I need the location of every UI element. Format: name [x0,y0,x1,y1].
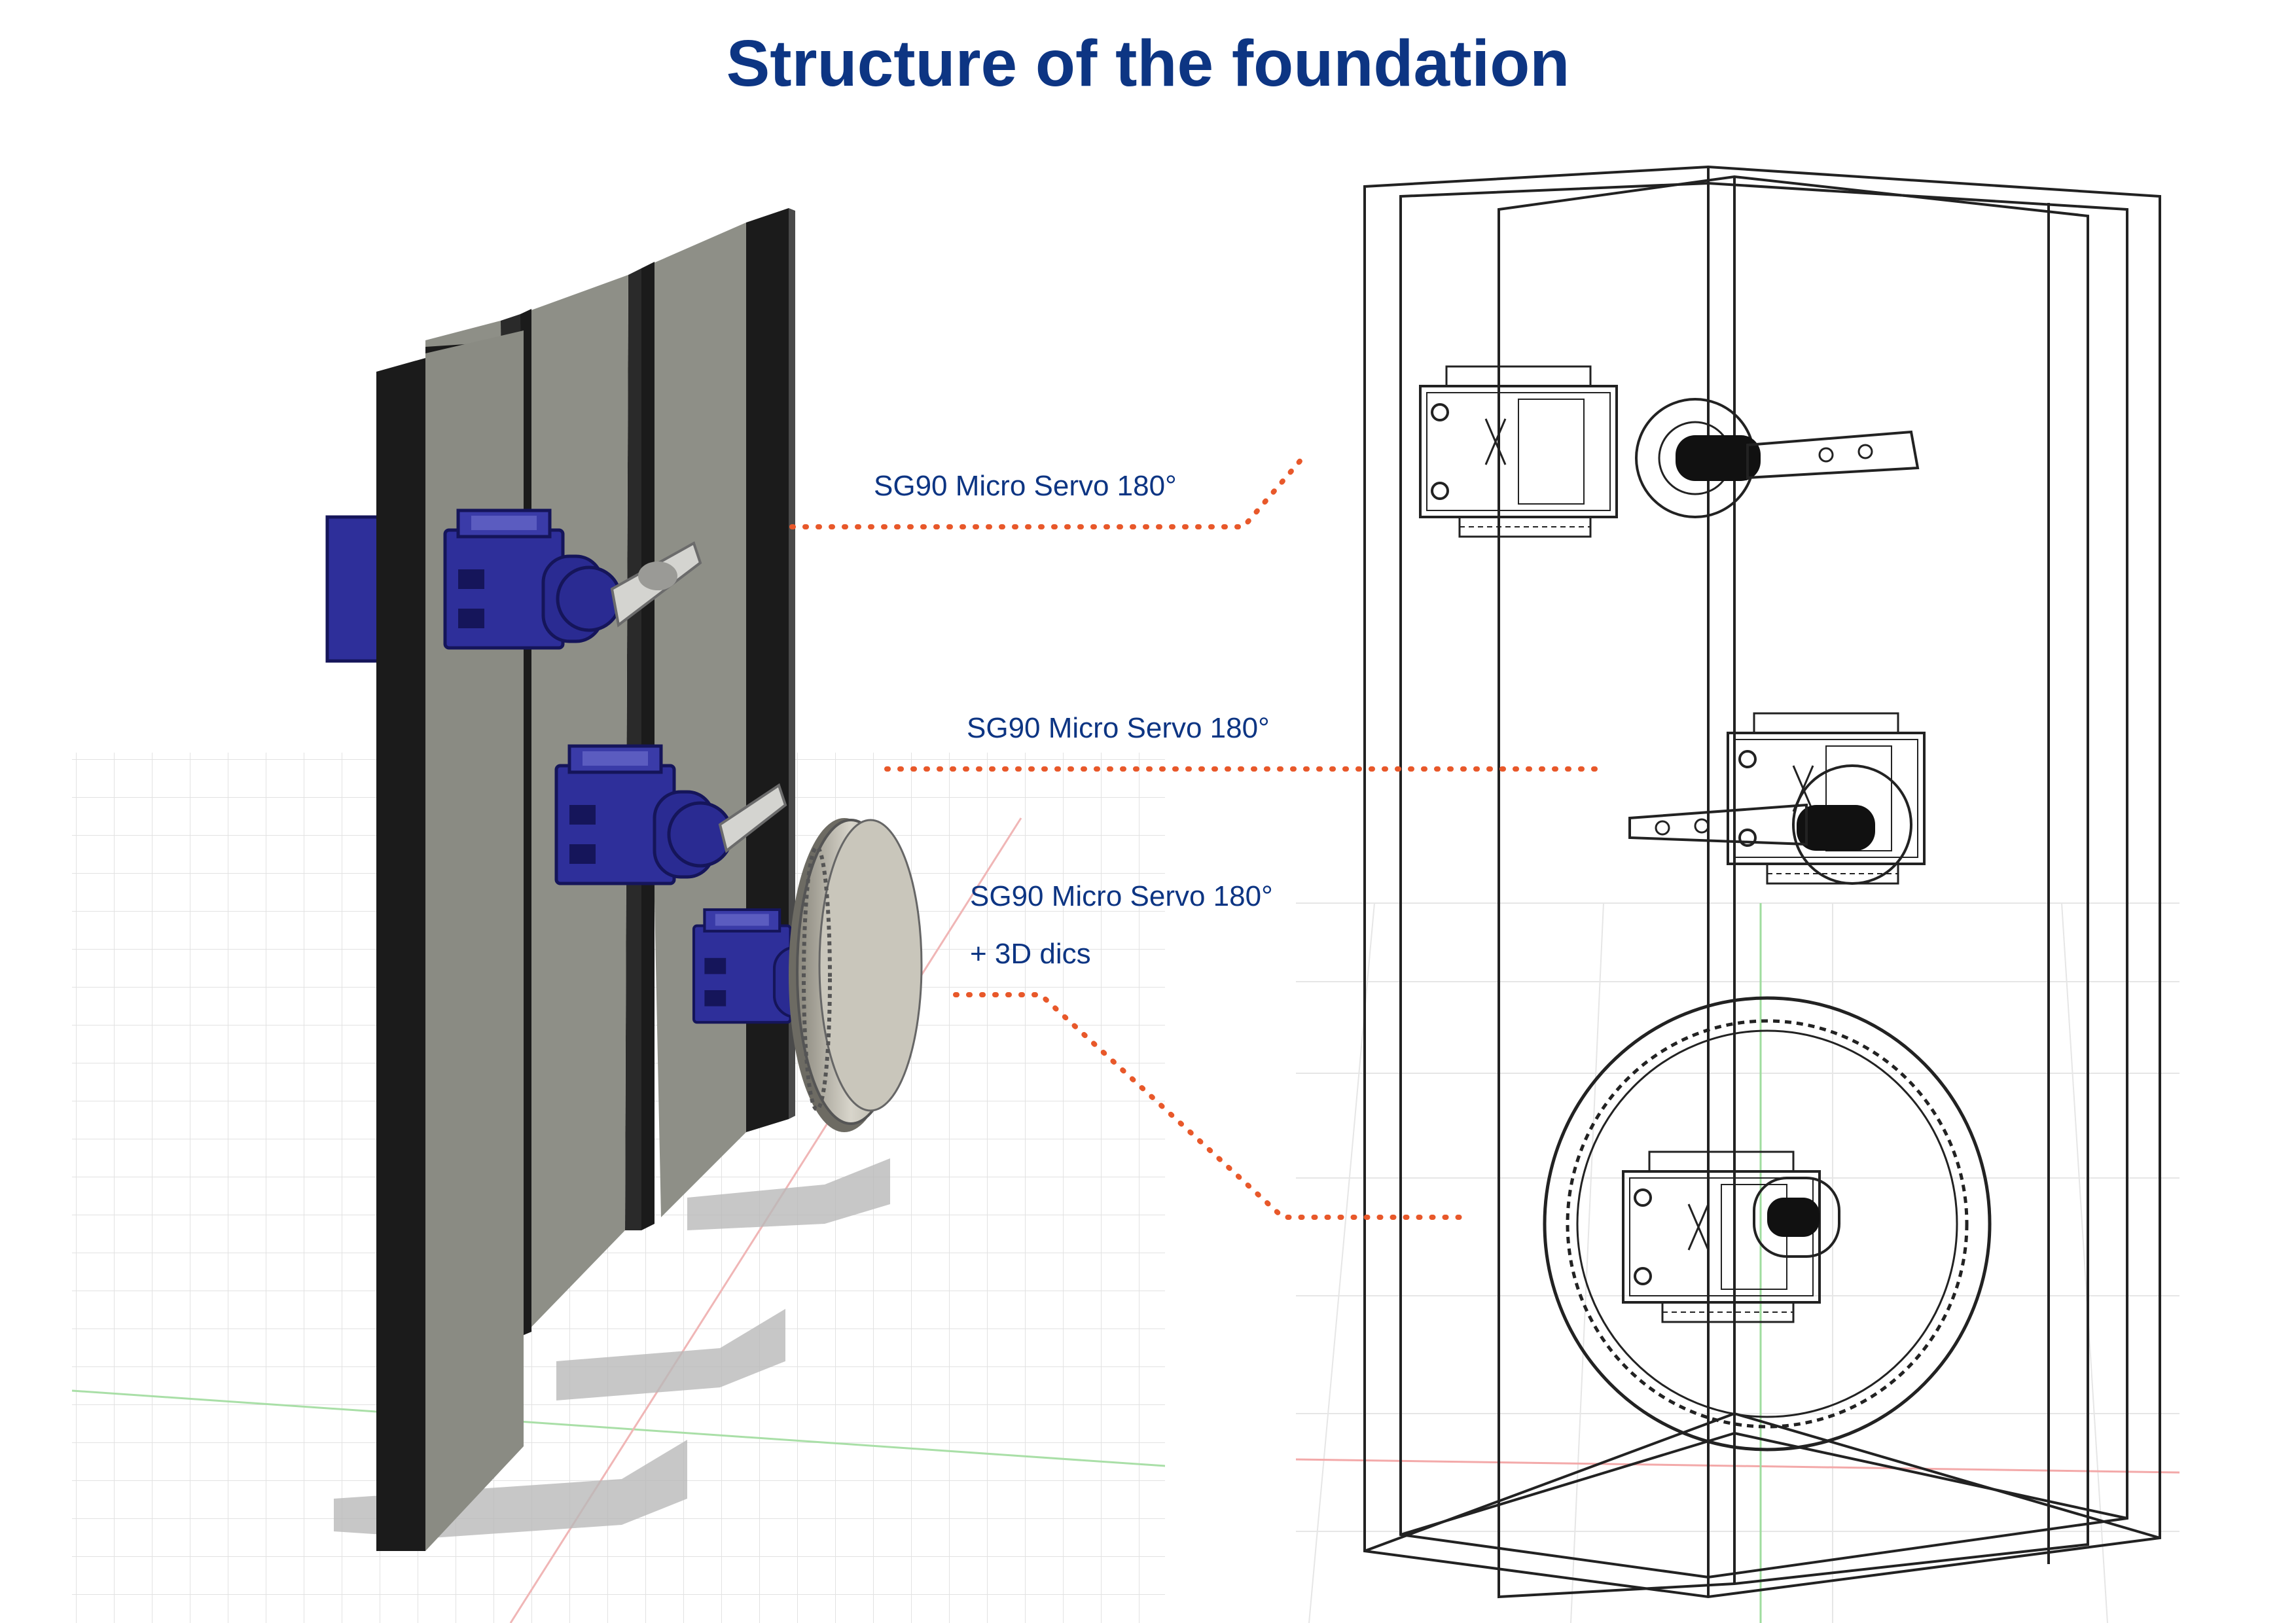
wireframe-view [1295,165,2180,1623]
callout-sublabel-lower: + 3D dics [970,938,1091,970]
callout-label-top: SG90 Micro Servo 180° [874,470,1177,502]
callout-label-lower: SG90 Micro Servo 180° [970,880,1273,912]
wireframe-servo-middle [1628,712,1926,885]
leader-lines [789,455,1600,1220]
wireframe-servo-lower [1622,1150,1840,1323]
horn-middle [718,783,787,853]
wireframe-servo-top [1419,365,1920,538]
wireframe-enclosure [1363,165,2161,1599]
wireframe-gear-disc [1543,996,1992,1452]
horn-top [610,541,702,628]
gear-disc [789,818,923,1132]
page-title: Structure of the foundation [726,27,1570,100]
callout-label-middle: SG90 Micro Servo 180° [967,712,1270,744]
rendered-model-view [71,208,1166,1623]
leader-line-top [789,455,1305,529]
leader-line-lower [953,992,1465,1220]
